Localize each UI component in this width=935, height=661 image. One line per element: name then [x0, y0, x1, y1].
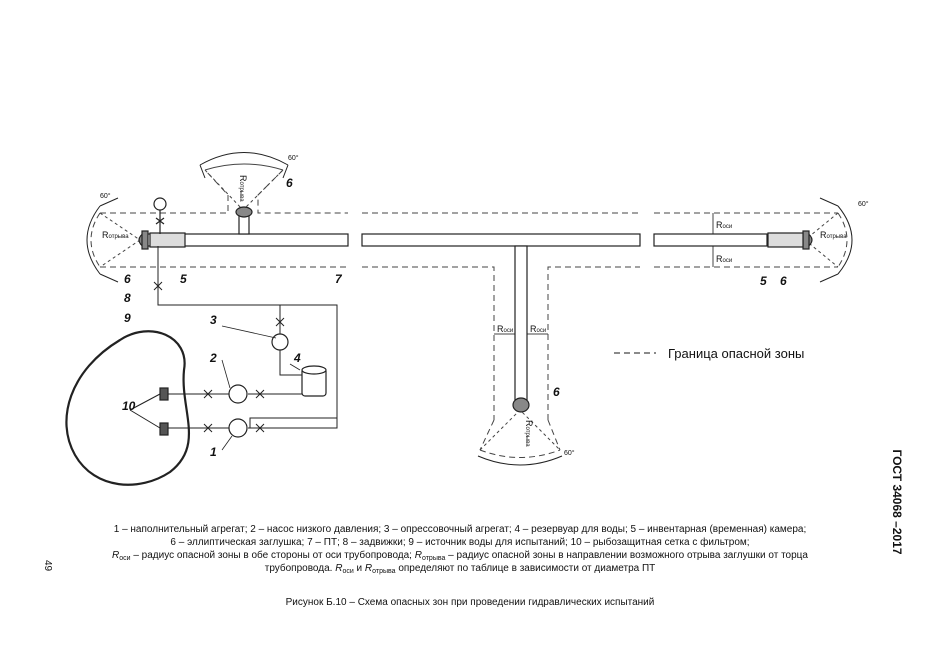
pump-1 [228, 418, 248, 438]
angle-left: 60° [100, 192, 111, 200]
label-10: 10 [122, 399, 136, 413]
main-pipeline [138, 206, 813, 413]
r-axis-left-branch: Rоси [497, 324, 513, 334]
label-7: 7 [335, 272, 343, 286]
page-number: 49 [42, 559, 54, 572]
label-6-bottom: 6 [553, 385, 560, 399]
fish-screen-bottom [159, 422, 169, 436]
water-source-9 [65, 330, 191, 486]
fish-screen-top [159, 387, 169, 401]
figure-title: Рисунок Б.10 – Схема опасных зон при про… [285, 597, 655, 608]
r-axis-top: Rоси [716, 220, 732, 230]
r-break-top: Rотрыва [238, 175, 248, 202]
label-8: 8 [124, 291, 131, 305]
r-break-bottom: Rотрыва [524, 420, 534, 447]
label-4: 4 [293, 351, 301, 365]
label-9: 9 [124, 311, 131, 325]
label-2: 2 [209, 351, 217, 365]
r-break-right: Rотрыва [820, 230, 847, 240]
label-6-right: 6 [780, 274, 787, 288]
sector-arcs [86, 152, 853, 466]
pressure-gauge [153, 197, 167, 234]
angle-right: 60° [858, 200, 869, 208]
label-5-right: 5 [760, 274, 767, 288]
label-3: 3 [210, 313, 217, 327]
label-5-left: 5 [180, 272, 187, 286]
r-axis-right-branch: Rоси [530, 324, 546, 334]
r-axis-bottom: Rоси [716, 254, 732, 264]
angle-top: 60° [288, 154, 299, 162]
label-1: 1 [210, 445, 217, 459]
danger-zone-boundary [90, 163, 848, 458]
pressure-unit-3 [271, 333, 289, 351]
caption-line-4: трубопровода. Rоси и Rотрыва определяют … [264, 563, 656, 575]
legend-label: Граница опасной зоны [668, 346, 804, 361]
caption-line-1: 1 – наполнительный агрегат; 2 – насос ни… [113, 524, 807, 535]
caption-line-3: Rоси – радиус опасной зоны в обе стороны… [112, 550, 808, 562]
angle-bottom: 60° [564, 449, 575, 457]
pump-2 [228, 384, 248, 404]
water-tank-4 [301, 365, 327, 397]
side-header: ГОСТ 34068 –2017 [890, 449, 904, 555]
label-6-top: 6 [286, 176, 293, 190]
r-break-left: Rотрыва [102, 230, 129, 240]
label-6-left: 6 [124, 272, 131, 286]
caption-line-2: 6 – эллиптическая заглушка; 7 – ПТ; 8 – … [170, 537, 750, 548]
supply-piping [153, 246, 338, 433]
